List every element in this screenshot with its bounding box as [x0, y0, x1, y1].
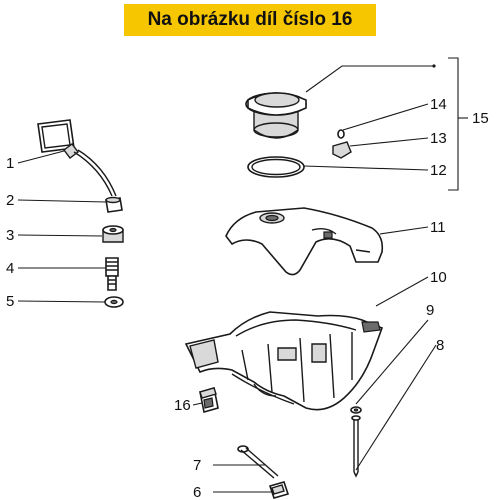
part-4-stud: [105, 257, 119, 291]
part-10-lower-body: [184, 311, 384, 411]
callout-8: 8: [436, 337, 444, 354]
callout-15: 15: [472, 110, 489, 127]
callout-11: 11: [430, 219, 446, 236]
part-6-clip: [268, 481, 290, 499]
callout-16: 16: [174, 397, 191, 414]
callout-labels: 1 2 3 4 5 6 7 8 9 10 11 12 13 14 15 16: [6, 96, 489, 500]
callout-9: 9: [426, 302, 434, 319]
part-3-rubber: [102, 225, 124, 243]
callout-5: 5: [6, 293, 14, 310]
leader-dot: [432, 64, 436, 68]
part-7-bolt: [237, 445, 279, 479]
callout-14: 14: [430, 96, 447, 113]
part-9-washer: [350, 406, 362, 414]
callout-1: 1: [6, 155, 14, 172]
page-title: Na obrázku díl číslo 16: [147, 9, 353, 30]
part-5-washer: [104, 296, 124, 308]
callout-2: 2: [6, 192, 14, 209]
leader-lines: [17, 57, 468, 493]
part-16-connector: [199, 386, 219, 414]
part-1-mirror: [37, 119, 117, 197]
part-11-upper-cover: [225, 207, 384, 276]
part-14-screw: [337, 129, 345, 139]
callout-12: 12: [430, 162, 447, 179]
part-15-top-ring: [245, 92, 307, 139]
callout-7: 7: [193, 457, 201, 474]
callout-3: 3: [6, 227, 14, 244]
callout-13: 13: [430, 130, 447, 147]
part-8-screw: [351, 415, 361, 478]
callout-4: 4: [6, 260, 14, 277]
callout-10: 10: [430, 269, 447, 286]
page-title-banner: Na obrázku díl číslo 16: [124, 4, 376, 36]
part-13-clip: [332, 141, 352, 159]
part-2-nut: [105, 196, 123, 213]
callout-6: 6: [193, 484, 201, 500]
part-12-oring: [247, 156, 305, 178]
